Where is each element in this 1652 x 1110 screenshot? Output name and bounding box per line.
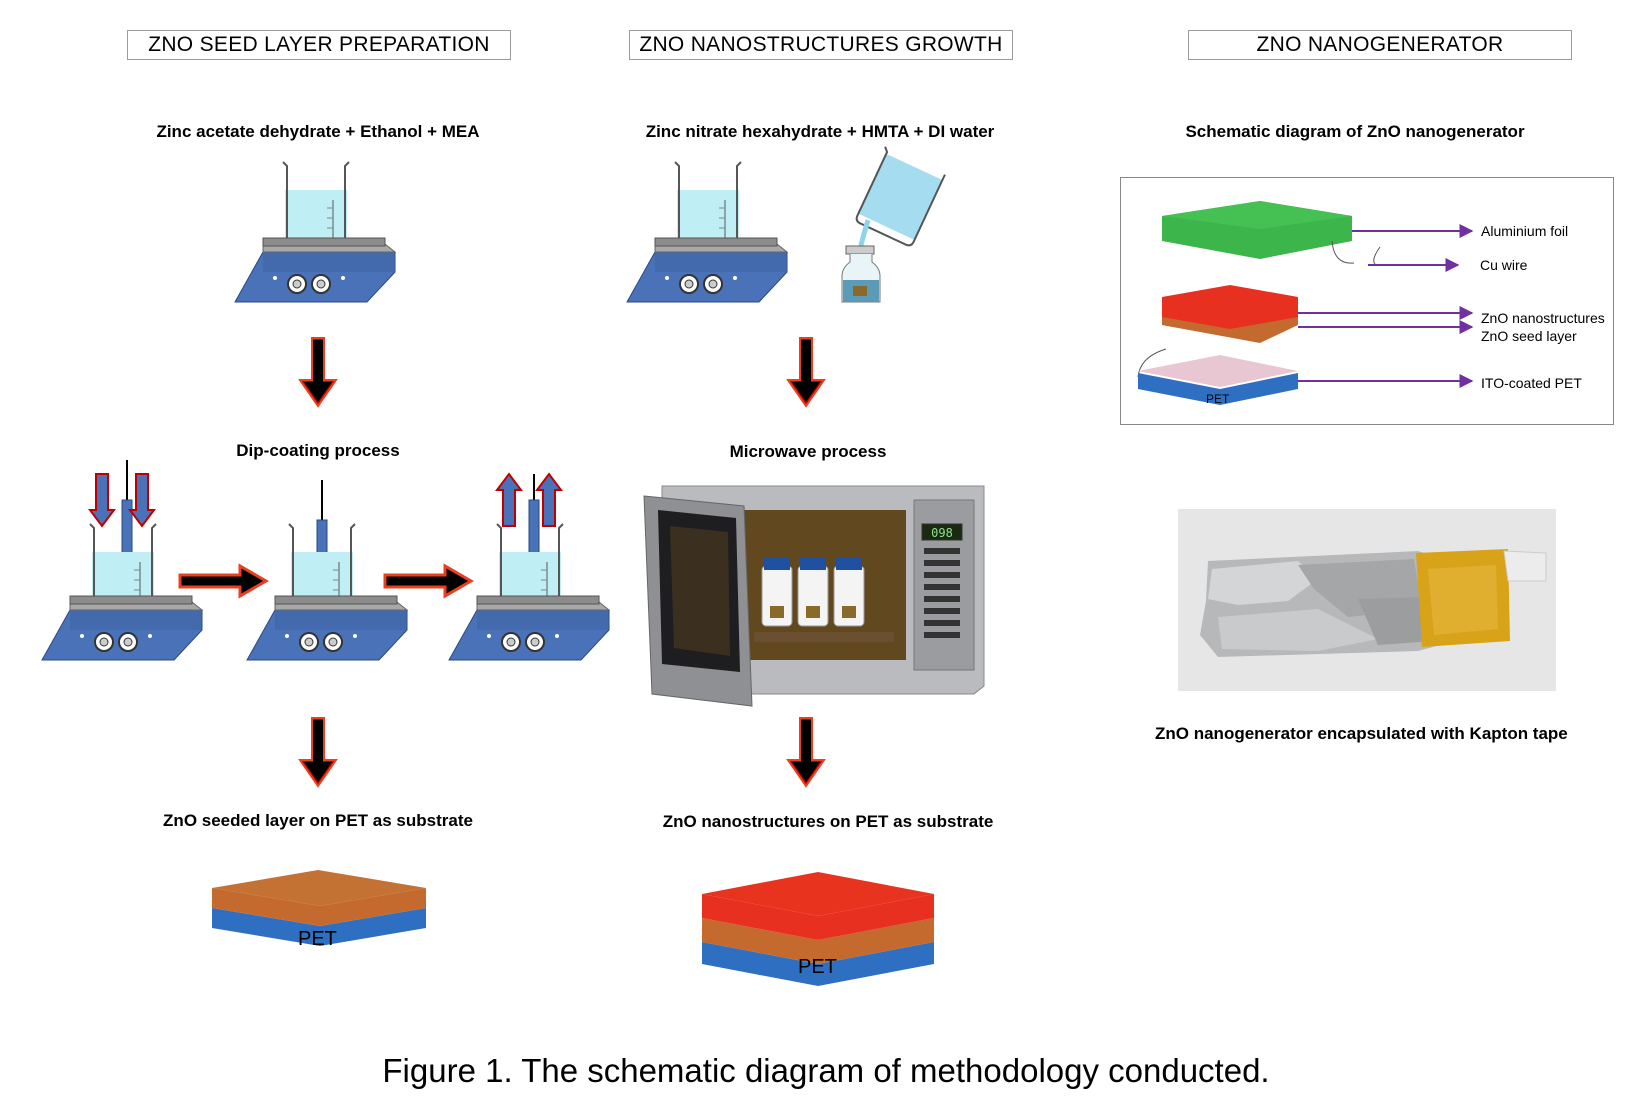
growth-result-label: ZnO nanostructures on PET as substrate — [662, 812, 994, 831]
seed-solution-label: Zinc acetate dehydrate + Ethanol + MEA — [156, 122, 480, 141]
nanogenerator-diagram-title: Schematic diagram of ZnO nanogenerator — [1185, 122, 1525, 141]
label-ito-coated-pet: ITO-coated PET — [1481, 375, 1582, 391]
seed-pet-label: PET — [298, 928, 337, 950]
dip-step-2 — [246, 480, 408, 661]
dip-step-3 — [448, 472, 610, 661]
nanogenerator-photo — [1178, 509, 1556, 691]
seed-down-arrow-2 — [299, 717, 337, 787]
photo-caption: ZnO nanogenerator encapsulated with Kapt… — [1155, 724, 1568, 743]
figure-caption: Figure 1. The schematic diagram of metho… — [382, 1052, 1270, 1089]
dip-step-1 — [41, 460, 203, 661]
growth-hotplate-beaker — [626, 161, 788, 303]
seed-down-arrow-1 — [299, 337, 337, 407]
growth-pet-label: PET — [798, 956, 837, 978]
label-zno-nanostructures: ZnO nanostructures — [1481, 310, 1605, 326]
nanostructure-stack — [702, 872, 934, 986]
header-growth: ZNO NANOSTRUCTURES GROWTH — [629, 30, 1013, 60]
label-cu-wire: Cu wire — [1480, 257, 1528, 273]
label-zno-seed-layer: ZnO seed layer — [1481, 328, 1577, 344]
microwave-oven: 098 — [643, 485, 985, 707]
dip-coating-label: Dip-coating process — [236, 441, 400, 460]
growth-solution-label: Zinc nitrate hexahydrate + HMTA + DI wat… — [645, 122, 995, 141]
label-pet: PET — [1206, 392, 1230, 406]
nanogenerator-layers — [1137, 201, 1474, 405]
label-aluminium-foil: Aluminium foil — [1481, 223, 1569, 239]
nanogenerator-schematic — [1120, 177, 1614, 425]
microwave-label: Microwave process — [729, 442, 887, 461]
header-seed-layer: ZNO SEED LAYER PREPARATION — [127, 30, 511, 60]
growth-down-arrow-1 — [787, 337, 825, 407]
microwave-display: 098 — [931, 526, 953, 540]
seed-result-label: ZnO seeded layer on PET as substrate — [163, 811, 473, 830]
seed-layer-stack — [212, 870, 426, 946]
seed-hotplate-beaker — [234, 161, 396, 303]
header-nanogenerator: ZNO NANOGENERATOR — [1188, 30, 1572, 60]
growth-down-arrow-2 — [787, 717, 825, 787]
pouring-jug — [841, 146, 946, 303]
